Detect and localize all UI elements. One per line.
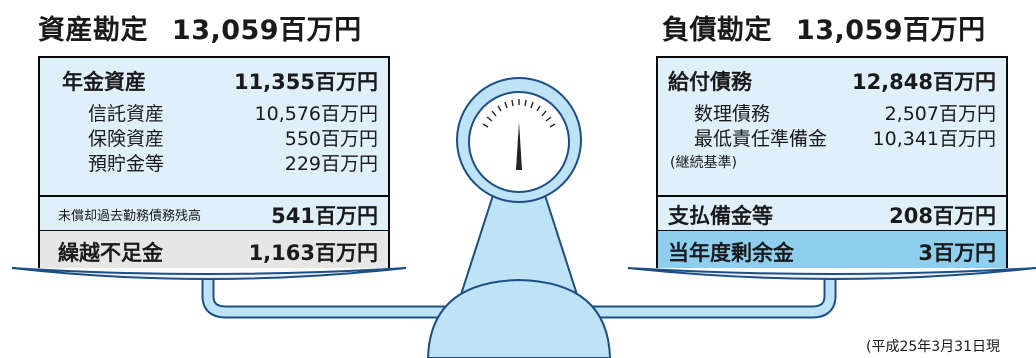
deficit-row: 繰越不足金 1,163百万円: [40, 231, 388, 268]
liabilities-heading: 負債勘定 13,059百万円: [662, 8, 986, 47]
deposits-label: 預貯金等: [88, 153, 165, 175]
deposits-amount: 229百万円: [284, 153, 378, 175]
assets-heading: 資産勘定 13,059百万円: [38, 8, 362, 47]
past-service-amount: 541百万円: [271, 204, 378, 228]
payment-reserve-amount: 208百万円: [889, 204, 996, 228]
gauge-ticks: [482, 99, 556, 128]
surplus-label: 当年度剰余金: [668, 241, 794, 265]
deficit-label: 繰越不足金: [58, 241, 163, 265]
liabilities-divider-1: [658, 195, 1006, 197]
min-reserve-amount: 10,341百万円: [872, 128, 996, 150]
trust-assets-label: 信託資産: [88, 103, 165, 125]
benefit-obligation-amount: 12,848百万円: [851, 70, 996, 94]
min-reserve-note: (継続基準): [670, 155, 737, 171]
gauge-needle-icon: [516, 122, 522, 170]
surplus-amount: 3百万円: [918, 241, 996, 265]
pension-assets-label: 年金資産: [62, 70, 146, 94]
deficit-amount: 1,163百万円: [248, 241, 378, 265]
assets-divider-1: [40, 195, 388, 197]
insurance-assets-amount: 550百万円: [284, 128, 378, 150]
surplus-row: 当年度剰余金 3百万円: [658, 231, 1006, 268]
min-reserve-label: 最低責任準備金: [694, 128, 828, 150]
payment-reserve-label: 支払備金等: [668, 204, 773, 228]
assets-panel: 年金資産 11,355百万円 信託資産 10,576百万円 保険資産 550百万…: [38, 56, 390, 268]
trust-assets-amount: 10,576百万円: [254, 103, 378, 125]
benefit-obligation-label: 給付債務: [668, 70, 752, 94]
past-service-label: 未償却過去勤務債務残高: [58, 209, 202, 224]
pension-assets-amount: 11,355百万円: [233, 70, 378, 94]
assets-heading-label: 資産勘定: [38, 15, 148, 46]
actuarial-liability-amount: 2,507百万円: [884, 103, 996, 125]
insurance-assets-label: 保険資産: [88, 128, 165, 150]
liabilities-panel: 給付債務 12,848百万円 数理債務 2,507百万円 最低責任準備金 10,…: [656, 56, 1008, 268]
actuarial-liability-label: 数理債務: [694, 103, 771, 125]
as-of-date-note: (平成25年3月31日現: [866, 339, 1000, 355]
assets-heading-amount: 13,059百万円: [171, 15, 362, 46]
liabilities-heading-amount: 13,059百万円: [795, 15, 986, 46]
liabilities-heading-label: 負債勘定: [662, 15, 772, 46]
